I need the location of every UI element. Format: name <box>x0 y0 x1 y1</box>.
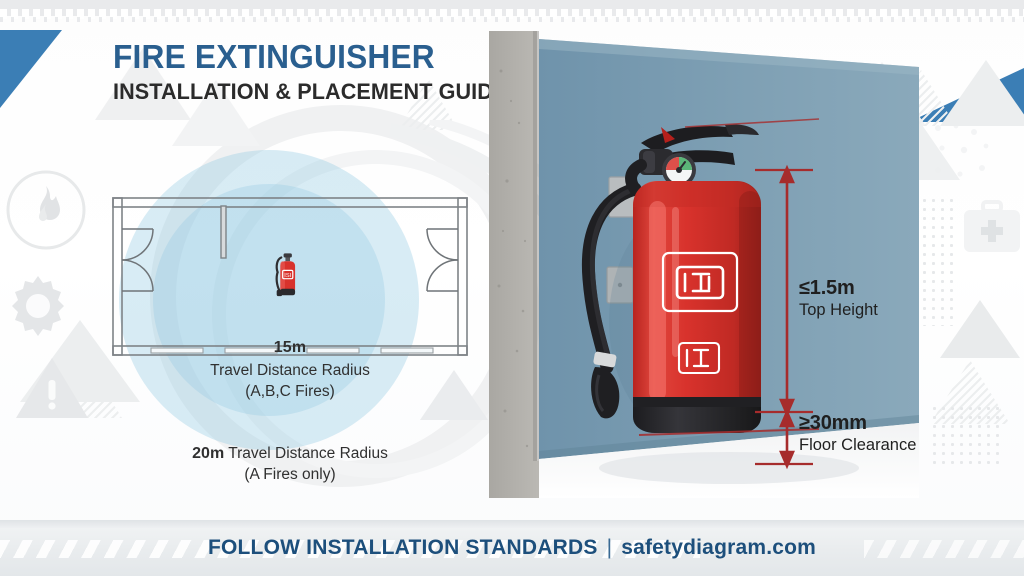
warning-triangle-icon <box>14 352 90 422</box>
decor-dotgrid-3 <box>930 404 1000 470</box>
base-collar <box>633 403 761 433</box>
footer-top-edge <box>0 520 1024 528</box>
radius-15m-scope: (A,B,C Fires) <box>245 383 335 400</box>
title-main: FIRE EXTINGUISHER <box>113 38 435 75</box>
page-title: FIRE EXTINGUISHER INSTALLATION & PLACEME… <box>113 38 524 104</box>
wall-mount-illustration <box>489 31 919 498</box>
interior-partition <box>220 205 227 259</box>
title-subtitle: INSTALLATION & PLACEMENT GUIDE <box>113 78 508 104</box>
floor-clearance-label: Floor Clearance <box>799 436 917 454</box>
footer-dash-pattern-left <box>0 540 700 558</box>
top-reference-line <box>684 118 820 128</box>
footer-bar: FOLLOW INSTALLATION STANDARDS | safetydi… <box>0 520 1024 576</box>
gear-icon <box>2 270 74 342</box>
radius-15m-desc: Travel Distance Radius <box>210 362 370 379</box>
radius-20m-desc: Travel Distance Radius <box>228 445 388 462</box>
top-dot-pattern <box>0 9 1024 19</box>
accent-triangle-top-left <box>0 30 62 108</box>
radius-15m-value: 15m <box>273 339 307 356</box>
travel-distance-diagram: ISI 15m Travel Distance Radius (A,B,C Fi… <box>95 140 485 490</box>
decor-triangle-7 <box>940 60 1024 126</box>
dimension-arrows <box>755 164 813 470</box>
radius-20m-scope: (A Fires only) <box>244 466 336 483</box>
concrete-frame <box>489 31 819 498</box>
floor-reference-line <box>638 428 820 436</box>
decor-triangle-8 <box>420 370 488 420</box>
footer-website[interactable]: safetydiagram.com <box>621 536 817 559</box>
extinguisher-icon-plan: ISI <box>275 253 296 297</box>
cylinder <box>633 181 761 431</box>
top-dot-pattern-secondary <box>0 17 1024 22</box>
floor-clearance-value: ≥30mm <box>799 412 867 434</box>
radius-circle-20m <box>119 150 419 450</box>
fire-extinguisher <box>581 124 761 433</box>
footer-dash-pattern-right <box>864 540 1024 558</box>
flame-icon <box>4 168 88 252</box>
floor-clearance-arrow <box>779 408 795 470</box>
top-height-arrow <box>779 164 795 418</box>
footer-standards-text: FOLLOW INSTALLATION STANDARDS <box>207 536 598 559</box>
top-height-label: Top Height <box>799 301 878 319</box>
top-height-value: ≤1.5m <box>799 277 855 299</box>
isi-mark-large <box>661 251 739 313</box>
svg-text:ISI: ISI <box>284 273 291 279</box>
decor-triangle-2 <box>172 80 260 146</box>
radius-circle-15m <box>153 184 385 416</box>
footer-separator: | <box>606 536 613 559</box>
pressure-gauge <box>662 153 696 187</box>
radius-20m-value: 20m <box>192 445 225 462</box>
decor-dots-cluster <box>930 120 1000 190</box>
top-height-callout: ≤1.5m Top Height <box>799 277 878 320</box>
floor-clearance-callout: ≥30mm Floor Clearance <box>799 412 916 455</box>
room-floorplan: ISI <box>112 197 468 356</box>
isi-mark-small <box>677 341 721 375</box>
footer-content: FOLLOW INSTALLATION STANDARDS | safetydi… <box>0 520 1024 576</box>
radius-20m-line: 20m Travel Distance Radius <box>95 445 485 463</box>
first-aid-kit-icon <box>960 198 1024 256</box>
